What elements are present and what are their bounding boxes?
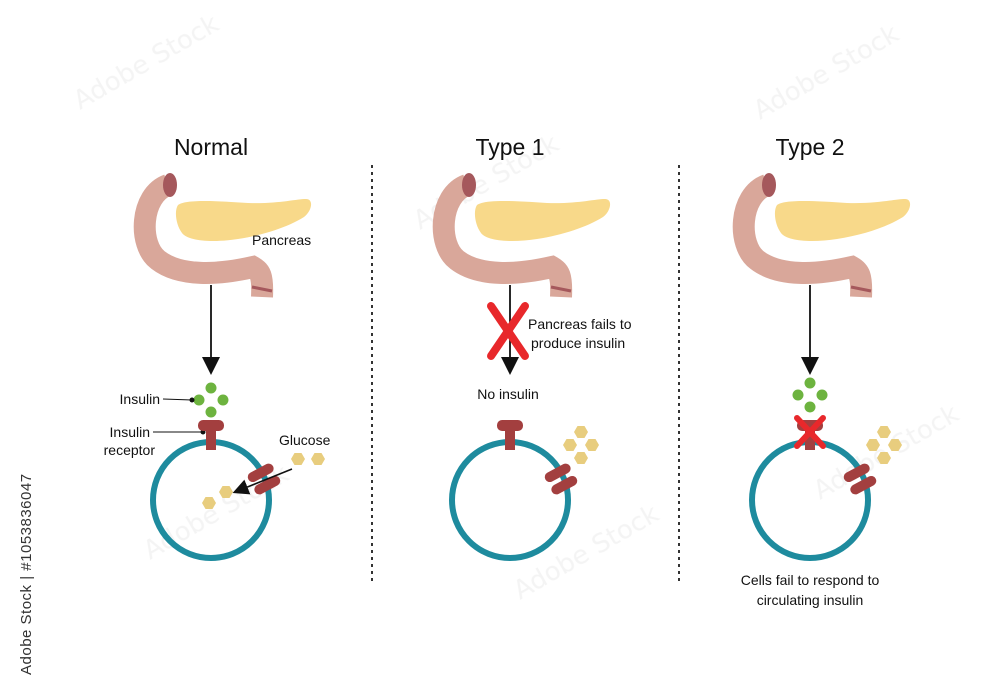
svg-text:Adobe Stock: Adobe Stock [749,19,905,126]
cross-icon [794,415,826,449]
panel-type2: Type 2 Cells fail to respond to circulat… [741,134,910,608]
insulin-pointer [162,398,193,401]
insulin-receptor-label-1: Insulin [110,424,150,440]
watermark-pattern: Adobe Stock Adobe Stock Adobe Stock Adob… [69,9,965,606]
type2-fail-label-2: circulating insulin [757,592,864,608]
pancreas-icon [444,173,610,297]
no-insulin-label: No insulin [477,386,538,402]
panel-normal: Normal Pancreas Insulin Insulin receptor… [104,134,331,561]
glucose-label: Glucose [279,432,331,448]
insulin-label: Insulin [120,391,160,407]
insulin-receptor-label-2: receptor [104,442,156,458]
cell-membrane [449,439,571,561]
stock-credit: Adobe Stock | #1053836047 [18,473,35,675]
panel-title-normal: Normal [174,134,248,160]
cross-icon [487,302,529,360]
type1-fail-label-2: produce insulin [531,335,625,351]
glucose-entry-arrow [232,468,293,495]
svg-text:Adobe Stock: Adobe Stock [69,9,225,116]
panel-type1: Type 1 Pancreas fails to produce insulin… [444,134,632,561]
panel-title-type2: Type 2 [775,134,844,160]
insulin-molecules [792,377,828,413]
panel-title-type1: Type 1 [475,134,544,160]
cell-membrane [749,439,871,561]
glucose-molecules [563,426,599,464]
insulin-molecules [193,382,229,418]
pancreas-label: Pancreas [252,232,311,248]
pancreas-icon [744,173,910,297]
type1-fail-label-1: Pancreas fails to [528,316,632,332]
type2-fail-label-1: Cells fail to respond to [741,572,880,588]
